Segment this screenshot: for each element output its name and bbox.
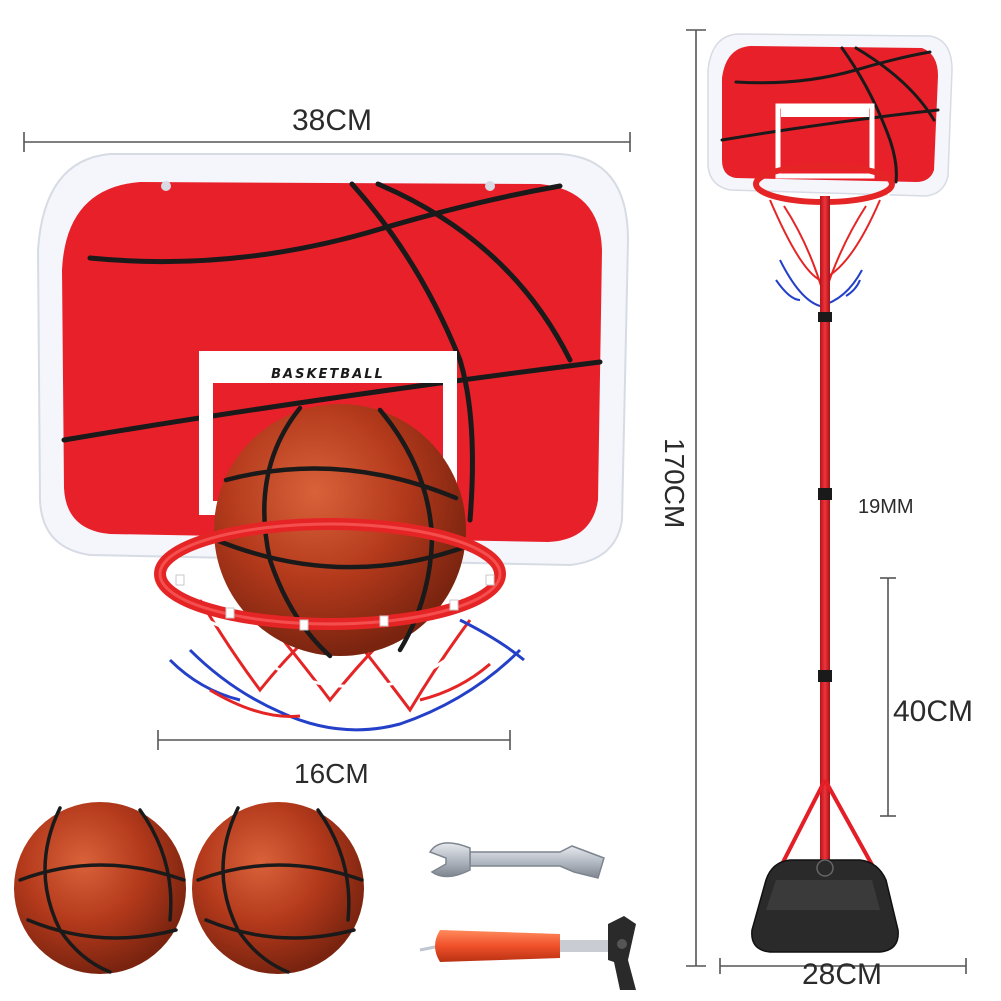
large-backboard: BASKETBALL <box>36 153 630 567</box>
stand-height-label: 170CM <box>659 438 690 529</box>
hoop-diameter-label: 16CM <box>294 758 369 789</box>
full-stand <box>707 33 953 953</box>
stand-pole <box>820 196 830 896</box>
spare-basketball <box>192 802 364 974</box>
spare-basketball <box>14 802 186 974</box>
mount-hole <box>161 181 171 191</box>
mount-hole <box>485 181 495 191</box>
air-pump <box>419 916 636 990</box>
pole-section-label: 40CM <box>893 695 974 728</box>
base-width-label: 28CM <box>802 958 883 991</box>
backboard-brand-text: BASKETBALL <box>271 367 385 382</box>
dimension-lines <box>23 29 967 974</box>
large-hoop-rim <box>154 518 506 631</box>
wrench-tool <box>428 842 605 879</box>
backboard-seams <box>61 181 603 523</box>
backboard-width-label: 38CM <box>292 104 373 137</box>
pole-diameter-label: 19MM <box>858 496 914 518</box>
